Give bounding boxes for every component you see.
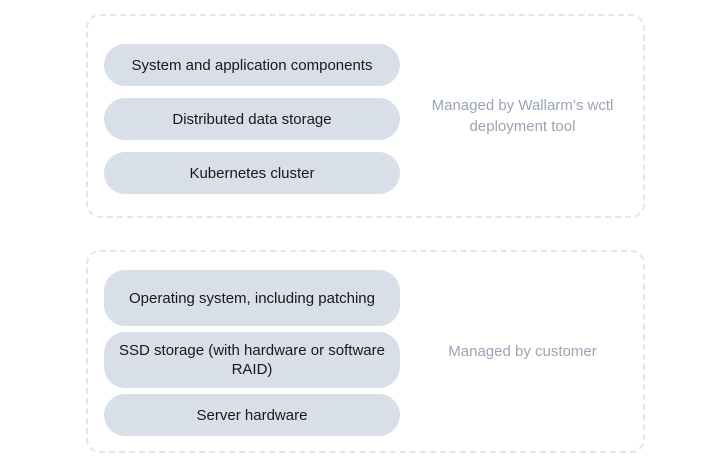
- layer-pill-ssd-storage: SSD storage (with hardware or software R…: [104, 332, 400, 388]
- layer-pill-label: SSD storage (with hardware or software R…: [119, 342, 385, 378]
- responsibility-group-customer: Operating system, including patching SSD…: [86, 250, 645, 453]
- layer-pill-server-hardware: Server hardware: [104, 394, 400, 436]
- layer-pill-operating-system: Operating system, including patching: [104, 270, 400, 326]
- layer-pill-label: Operating system, including patching: [129, 289, 375, 307]
- responsibility-group-wallarm: System and application components Distri…: [86, 14, 645, 218]
- layer-pill-label: Kubernetes cluster: [189, 164, 315, 182]
- group-caption-wallarm: Managed by Wallarm’s wctl deployment too…: [418, 16, 627, 216]
- layer-stack-wallarm: System and application components Distri…: [104, 44, 400, 194]
- layer-stack-customer: Operating system, including patching SSD…: [104, 270, 400, 436]
- group-caption-text: Managed by Wallarm’s wctl deployment too…: [431, 97, 614, 135]
- layer-pill-label: System and application components: [131, 56, 373, 74]
- layer-pill-distributed-data-storage: Distributed data storage: [104, 98, 400, 140]
- layer-pill-kubernetes-cluster: Kubernetes cluster: [104, 152, 400, 194]
- group-caption-customer: Managed by customer: [418, 252, 627, 451]
- layer-pill-system-and-application-components: System and application components: [104, 44, 400, 86]
- group-caption-text: Managed by customer: [448, 343, 597, 360]
- layer-pill-label: Server hardware: [196, 406, 308, 424]
- layer-pill-label: Distributed data storage: [172, 110, 332, 128]
